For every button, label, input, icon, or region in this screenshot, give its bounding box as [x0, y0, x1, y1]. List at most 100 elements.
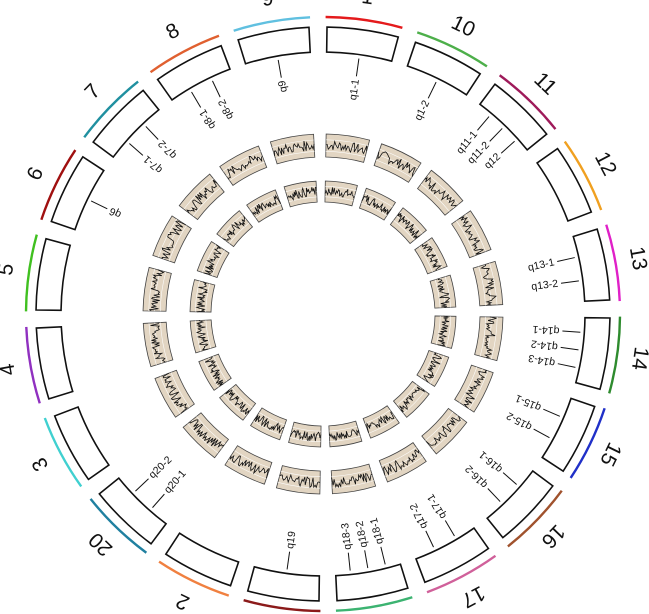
band-label: q17-1	[425, 492, 449, 521]
band-label: q15-1	[513, 392, 543, 414]
inner-track-bg-18	[328, 420, 363, 448]
inner-track-grid-16	[396, 384, 417, 406]
ideogram-ring	[35, 26, 611, 602]
inner-track-grid-20	[231, 387, 253, 408]
band-label: q18-1	[368, 516, 386, 545]
outer-track-grid-12	[456, 220, 476, 256]
chromosome-arc-2	[158, 560, 230, 597]
inner-track-bg-9	[283, 180, 318, 208]
band-leader-line	[477, 116, 490, 131]
inner-track-grid-13	[444, 276, 451, 308]
inner-track-signal-5	[195, 281, 208, 313]
outer-track-signal-5	[148, 269, 165, 312]
chromosome-arc-9	[233, 16, 311, 32]
inner-track-signal-8	[252, 194, 281, 216]
outer-track-grid-11	[420, 183, 450, 212]
inner-track-grid-13	[434, 279, 441, 308]
ideogram-20	[98, 477, 168, 545]
inner-track-grid-20	[223, 394, 247, 417]
chromosome-arc-12	[563, 140, 603, 211]
band-leader-line	[425, 530, 434, 548]
outer-track-signal-18	[331, 473, 373, 489]
chromosome-arc-10	[416, 31, 488, 68]
chromosome-label-12: 12	[590, 148, 621, 179]
inner-track-grid-1	[325, 185, 357, 191]
outer-track-signal-9	[274, 140, 315, 157]
chromosome-color-ring	[24, 15, 622, 613]
inner-track-grid-5	[194, 280, 200, 312]
inner-track-bg-13	[429, 274, 457, 309]
outer-track-signal-2	[229, 454, 269, 479]
outer-track-signal-10	[377, 151, 416, 177]
band-leader-line	[427, 81, 437, 99]
inner-track-grid-11	[393, 220, 415, 241]
outer-track-grid-18	[331, 469, 371, 477]
inner-track-grid-7	[229, 222, 250, 244]
band-label: q16-1	[477, 448, 505, 475]
chromosome-label-10: 10	[448, 11, 479, 42]
chromosome-label-6: 6	[22, 163, 48, 184]
inner-track-grid-2	[258, 412, 285, 426]
chromosome-label-3: 3	[28, 454, 54, 475]
inner-track-grid-15	[421, 352, 435, 379]
inner-track-grid-19	[289, 437, 321, 443]
inner-track-signal-18	[328, 429, 359, 442]
chromosome-arc-14	[608, 316, 622, 394]
inner-track-bg-7	[216, 210, 254, 248]
inner-track-grid-7	[224, 218, 247, 241]
band-leader-line	[135, 478, 149, 492]
inner-track-grid-14	[446, 316, 452, 348]
chromosome-label-8: 8	[162, 19, 183, 45]
chromosome-arc-17	[426, 554, 497, 594]
ideogram-14	[574, 316, 611, 391]
inner-track-grid-8	[252, 199, 280, 214]
outer-track-signal-16	[426, 416, 461, 446]
outer-track-signal-4	[150, 322, 166, 363]
band-leader-line	[487, 488, 501, 502]
inner-track-grid-18	[329, 435, 361, 442]
band-leader-line	[557, 363, 576, 368]
band-label: q6	[107, 205, 123, 221]
band-leader-line	[562, 330, 581, 333]
chromosome-arc-16	[507, 489, 563, 548]
inner-track-signal-19	[289, 429, 322, 442]
outer-track-signal-11	[424, 176, 457, 207]
inner-track-signal-6	[203, 244, 222, 275]
chromosome-arc-6	[40, 149, 77, 221]
chromosome-arc-7	[83, 80, 139, 139]
inner-track-grid-2	[253, 420, 282, 436]
chromosome-label-17: 17	[458, 581, 489, 612]
ideogram-6	[50, 155, 105, 231]
outer-track-signal-13	[480, 264, 497, 306]
outer-track-grid-9	[271, 139, 314, 148]
band-label: q7-2	[156, 137, 179, 161]
inner-track-grid-18	[329, 425, 358, 432]
chromosome-arc-15	[569, 407, 606, 479]
inner-track-grid-16	[403, 390, 426, 414]
inner-track-grid-12	[427, 240, 443, 269]
outer-track-signal-3	[162, 372, 188, 414]
band-label: q14-2	[530, 337, 558, 353]
outer-track-grid-10	[377, 154, 415, 173]
outer-track-grid-10	[375, 159, 412, 178]
chromosome-arc-20	[89, 498, 148, 554]
band-label: q14-3	[527, 352, 556, 369]
ideogram-5	[35, 237, 72, 312]
inner-track-grid-3	[203, 359, 219, 388]
outer-track-bg-4	[142, 321, 174, 368]
band-label: q13-2	[531, 278, 559, 293]
outer-track-grid-9	[275, 151, 315, 159]
band-leader-line	[560, 346, 579, 351]
inner-track-grid-8	[255, 204, 282, 219]
inner-signal-track	[189, 180, 457, 448]
inner-track-grid-1	[325, 191, 355, 196]
band-label: q13-1	[527, 256, 556, 274]
outer-track-grid-8	[229, 161, 265, 181]
inner-track-grid-17	[368, 418, 397, 434]
ideogram-19	[246, 565, 321, 602]
inner-track-grid-17	[366, 414, 394, 429]
band-label: q1-2	[412, 98, 432, 122]
band-leader-line	[489, 128, 503, 142]
ideogram-3	[53, 406, 111, 481]
